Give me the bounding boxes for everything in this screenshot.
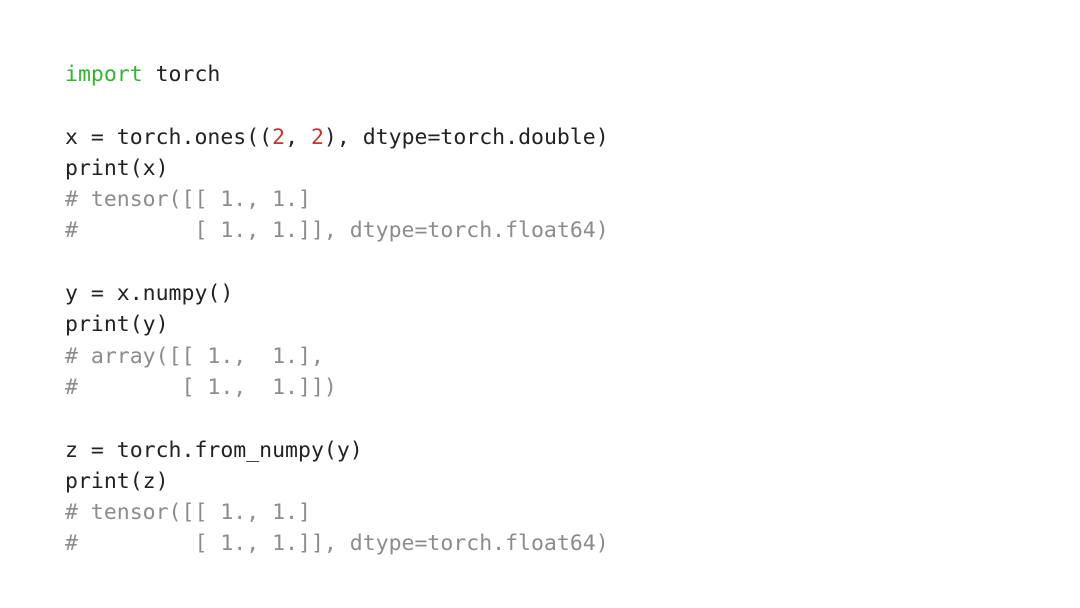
code-token: print(z) — [65, 468, 169, 494]
code-line: y = x.numpy() — [65, 278, 609, 309]
code-block: import torch x = torch.ones((2, 2), dtyp… — [65, 59, 609, 560]
comment-text: # tensor([[ 1., 1.] — [65, 187, 311, 213]
blank-line — [65, 403, 609, 434]
comment-text: # array([[ 1., 1.], — [65, 343, 324, 369]
code-token: torch — [142, 62, 221, 87]
code-token: ), dtype=torch.double) — [323, 124, 609, 150]
comment-line: # [ 1., 1.]], dtype=torch.float64) — [65, 215, 609, 246]
code-token: z = torch.from_numpy(y) — [65, 437, 363, 463]
code-token: print(y) — [65, 312, 169, 338]
number-token: 2 — [272, 124, 286, 150]
comment-line: # tensor([[ 1., 1.] — [65, 497, 609, 528]
comment-line: # tensor([[ 1., 1.] — [65, 184, 609, 215]
code-token: print(x) — [65, 155, 169, 181]
code-line: z = torch.from_numpy(y) — [65, 435, 609, 466]
comment-text: # tensor([[ 1., 1.] — [65, 500, 311, 526]
code-line: print(x) — [65, 153, 609, 184]
code-line: x = torch.ones((2, 2), dtype=torch.doubl… — [65, 122, 609, 153]
comment-line: # [ 1., 1.]]) — [65, 372, 609, 403]
keyword-token: import — [65, 62, 143, 87]
comment-line: # array([[ 1., 1.], — [65, 341, 609, 372]
blank-line — [65, 90, 609, 121]
comment-line: # [ 1., 1.]], dtype=torch.float64) — [65, 528, 609, 559]
comment-text: # [ 1., 1.]], dtype=torch.float64) — [65, 218, 609, 244]
comment-text: # [ 1., 1.]], dtype=torch.float64) — [65, 531, 609, 557]
code-token: x = torch.ones(( — [65, 124, 273, 150]
blank-line — [65, 247, 609, 278]
code-line: import torch — [65, 59, 609, 90]
number-token: 2 — [310, 124, 324, 150]
code-line: print(z) — [65, 466, 609, 497]
code-line: print(y) — [65, 309, 609, 340]
code-token: , — [285, 124, 311, 150]
code-token: y = x.numpy() — [65, 281, 234, 307]
comment-text: # [ 1., 1.]]) — [65, 374, 337, 400]
